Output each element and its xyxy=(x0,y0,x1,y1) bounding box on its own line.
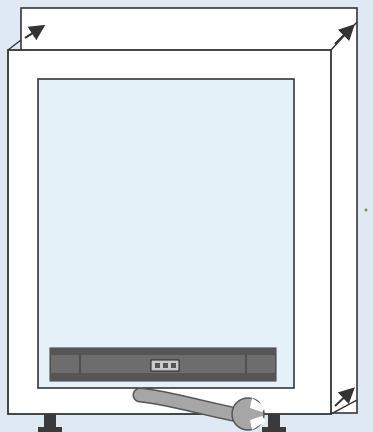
wrench-icon xyxy=(132,387,266,431)
foot-right-base xyxy=(262,427,286,432)
foot-left-base xyxy=(38,427,62,432)
foot-right xyxy=(268,414,280,427)
arrow-top-left xyxy=(24,24,46,41)
arrow-top-right xyxy=(334,24,355,45)
door-window xyxy=(37,78,295,389)
control-bar xyxy=(49,347,277,382)
arrow-bottom-right xyxy=(334,387,355,407)
side-marker xyxy=(364,208,368,212)
foot-left xyxy=(44,414,56,427)
